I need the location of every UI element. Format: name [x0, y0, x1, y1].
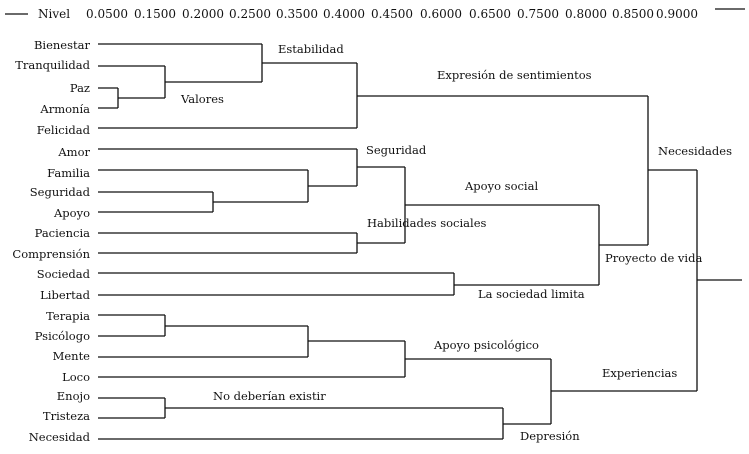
leaf-labels: Bienestar Tranquilidad Paz Armonía Felic…	[12, 38, 90, 444]
leaf-label: Loco	[62, 370, 90, 384]
cluster-label-apoyo-psicologico: Apoyo psicológico	[433, 338, 539, 352]
leaf-label: Familia	[47, 166, 90, 180]
cluster-label-experiencias: Experiencias	[602, 366, 677, 380]
leaf-label: Sociedad	[37, 267, 91, 281]
leaf-label: Paciencia	[35, 226, 91, 240]
scale-tick: 0.4500	[371, 7, 413, 21]
scale-tick: 0.0500	[86, 7, 128, 21]
cluster-label-necesidades: Necesidades	[658, 144, 732, 158]
leaf-label: Paz	[70, 81, 90, 95]
leaf-label: Psicólogo	[35, 329, 90, 343]
leaf-label: Terapia	[46, 309, 90, 323]
leaf-label: Comprensión	[12, 247, 90, 261]
cluster-label-estabilidad: Estabilidad	[278, 42, 344, 56]
leaf-label: Felicidad	[37, 123, 91, 137]
cluster-label-no-deberian: No deberían existir	[213, 389, 326, 403]
cluster-label-valores: Valores	[180, 92, 224, 106]
cluster-label-sociedad-limita: La sociedad limita	[478, 287, 585, 301]
leaf-label: Tristeza	[43, 409, 90, 423]
scale-bar: Nivel 0.0500 0.1500 0.2000 0.2500 0.3500…	[5, 7, 745, 21]
leaf-label: Seguridad	[30, 185, 91, 199]
leaf-label: Libertad	[40, 288, 90, 302]
cluster-labels: Estabilidad Valores Expresión de sentimi…	[180, 42, 732, 443]
leaf-label: Necesidad	[29, 430, 91, 444]
cluster-label-expresion: Expresión de sentimientos	[437, 68, 592, 82]
scale-tick: 0.7500	[517, 7, 559, 21]
scale-tick: 0.6000	[420, 7, 462, 21]
scale-tick: 0.1500	[134, 7, 176, 21]
leaf-label: Armonía	[39, 102, 90, 116]
scale-tick: 0.3500	[276, 7, 318, 21]
scale-tick: 0.9000	[656, 7, 698, 21]
scale-tick: 0.6500	[469, 7, 511, 21]
scale-tick: 0.8500	[612, 7, 654, 21]
scale-tick: 0.4000	[323, 7, 365, 21]
scale-label: Nivel	[38, 7, 70, 21]
leaf-label: Enojo	[57, 389, 90, 403]
leaf-label: Tranquilidad	[15, 58, 90, 72]
scale-tick: 0.2500	[229, 7, 271, 21]
scale-tick: 0.8000	[565, 7, 607, 21]
cluster-label-seguridad: Seguridad	[366, 143, 427, 157]
cluster-label-proyecto: Proyecto de vida	[605, 251, 702, 265]
leaf-label: Apoyo	[53, 206, 90, 220]
leaf-label: Amor	[57, 145, 90, 159]
leaf-label: Bienestar	[34, 38, 91, 52]
cluster-label-habilidades: Habilidades sociales	[367, 216, 487, 230]
dendrogram-branches	[98, 43, 742, 440]
cluster-label-apoyo-social: Apoyo social	[464, 179, 538, 193]
cluster-label-depresion: Depresión	[520, 429, 580, 443]
leaf-label: Mente	[53, 349, 91, 363]
scale-tick: 0.2000	[182, 7, 224, 21]
